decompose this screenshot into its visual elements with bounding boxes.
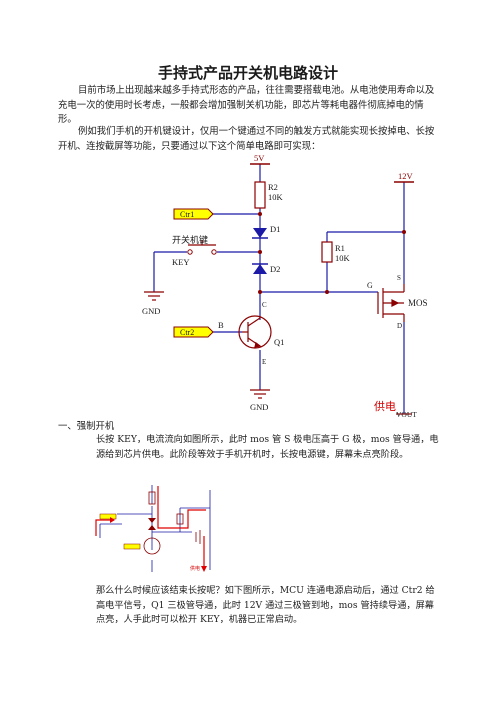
q1-c-label: C (262, 301, 267, 309)
mos-g-label: G (367, 281, 373, 290)
ctr1-port (173, 208, 214, 220)
main-circuit-diagram: 5V 12V R2 10K Ctr1 D1 D2 开关机键 KEY GND R1… (142, 153, 428, 418)
section1-paragraph: 长按 KEY，电流流向如图所示，此时 mos 管 S 极电压高于 G 极，mos… (96, 434, 439, 460)
q1-label: Q1 (274, 337, 284, 347)
mos-d-label: D (397, 322, 402, 330)
intro-paragraph: 目前市场上出现越来越多手持式形态的产品，往往需要搭载电池。从电池使用寿命以及充电… (58, 85, 435, 126)
ctr1-label: Ctr1 (180, 210, 194, 219)
ctr2-label: Ctr2 (180, 328, 194, 337)
gnd-bottom-symbol (250, 389, 270, 399)
mini-supply-label: 供电 (190, 565, 200, 572)
section-heading-force-on: 一、强制开机 (58, 421, 115, 432)
mos-s-label: S (397, 274, 401, 282)
mos-transistor (377, 284, 405, 322)
d2-diode (253, 264, 267, 274)
supply-label: 供电 (374, 399, 396, 413)
d1-label: D1 (270, 224, 280, 234)
gnd-left-symbol (144, 291, 164, 301)
d2-label: D2 (270, 264, 280, 274)
r2-resistor (254, 181, 266, 209)
r2-label: R2 (268, 182, 278, 192)
r2-value: 10K (268, 192, 284, 202)
r1-resistor (321, 241, 333, 263)
gnd-left-label: GND (142, 306, 160, 316)
v5-label: 5V (254, 153, 265, 163)
vout-label: VOUT (396, 410, 417, 418)
key-name-label: 开关机键 (172, 234, 208, 246)
section2-paragraph: 那么什么时候应该结束长按呢？如下图所示，MCU 连通电源启动后，通过 Ctr2 … (96, 585, 435, 626)
example-paragraph: 例如我们手机的开机键设计，仅用一个键通过不同的触发方式就能实现长按掉电、长按开机… (58, 126, 435, 152)
r1-label: R1 (335, 243, 345, 253)
d1-diode (253, 228, 267, 238)
q1-b-label: B (218, 320, 224, 330)
mos-label: MOS (408, 298, 428, 308)
ctr2-port (173, 326, 214, 338)
gnd-bottom-label: GND (250, 402, 268, 412)
key-label: KEY (172, 257, 189, 267)
key-switch (187, 240, 217, 255)
current-flow-diagram: 供电 (95, 485, 211, 572)
v12-label: 12V (398, 171, 414, 181)
q1-transistor (238, 315, 272, 349)
r1-value: 10K (335, 253, 351, 263)
page-title: 手持式产品开关机电路设计 (157, 64, 338, 82)
q1-e-label: E (262, 358, 266, 366)
